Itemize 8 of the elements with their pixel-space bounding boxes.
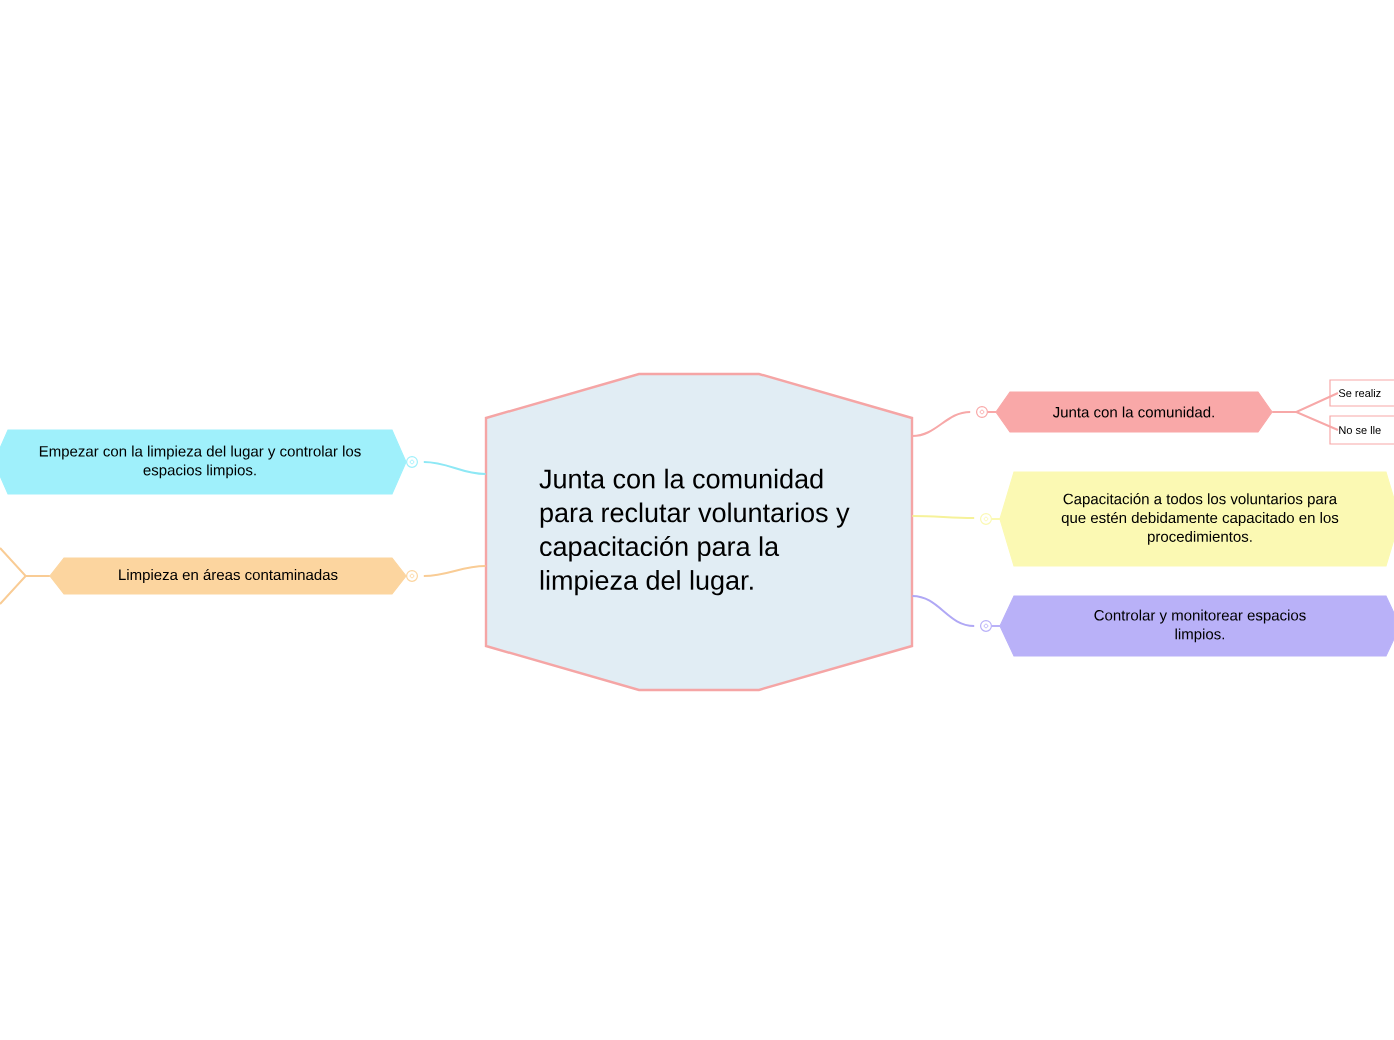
connector (1271, 411, 1339, 431)
connector (911, 411, 972, 437)
connector (911, 595, 976, 627)
topic-hexagon: Junta con la comunidad para reclutar voluntarios y capacitación para la limpieza del lugar. (484, 372, 914, 692)
connector (422, 461, 487, 475)
connector (911, 515, 976, 519)
connector (0, 575, 51, 605)
connector (422, 565, 487, 577)
